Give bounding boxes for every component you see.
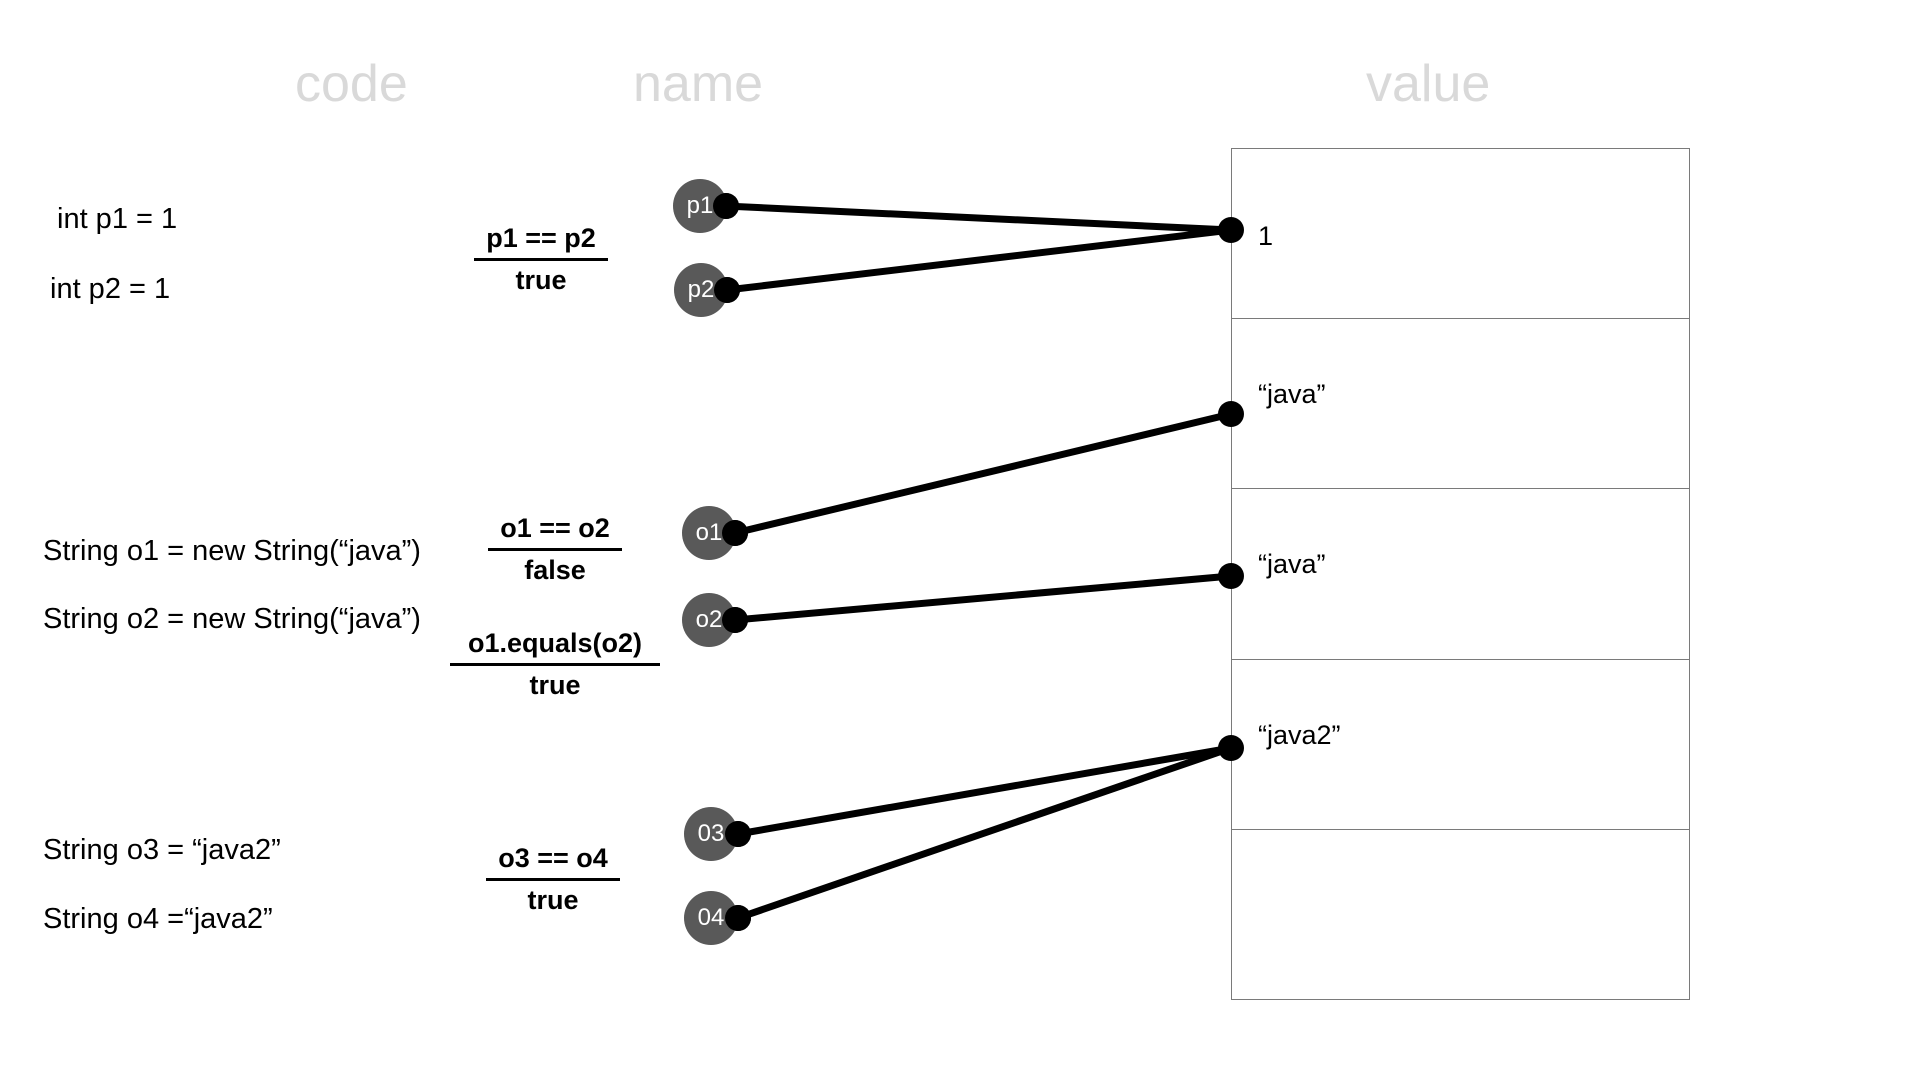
- name-node-label: 04: [697, 904, 725, 931]
- code-line-int-p1: int p1 = 1: [57, 203, 178, 235]
- name-node-o1[interactable]: o1: [682, 506, 736, 560]
- column-header-name: name: [633, 55, 764, 113]
- expression-denominator: true: [515, 265, 567, 295]
- value-table: 1 “java” “java” “java2”: [1231, 148, 1690, 1000]
- edge-p1-to-value1: [724, 202, 1232, 234]
- name-node-label: p1: [686, 192, 714, 219]
- name-node-o3[interactable]: 03: [684, 807, 738, 861]
- edge-o4-to-java2: [736, 744, 1233, 922]
- edge-p2-to-value1: [726, 226, 1232, 294]
- value-label: “java”: [1258, 379, 1326, 410]
- expression-denominator: true: [529, 670, 581, 700]
- expression-numerator: o1.equals(o2): [450, 630, 660, 666]
- code-line-string-o2: String o2 = new String(“java”): [43, 603, 421, 635]
- value-label: “java”: [1258, 549, 1326, 580]
- value-row: 1: [1232, 149, 1689, 320]
- edge-o3-to-java2: [737, 744, 1232, 838]
- name-node-o2[interactable]: o2: [682, 593, 736, 647]
- code-line-string-o3: String o3 = “java2”: [43, 834, 281, 866]
- column-header-value: value: [1366, 55, 1491, 113]
- value-row: “java2”: [1232, 660, 1689, 830]
- expression-o1-eq-o2: o1 == o2 false: [488, 515, 622, 584]
- expression-numerator: o1 == o2: [488, 515, 622, 551]
- expression-numerator: p1 == p2: [474, 225, 608, 261]
- expression-o3-eq-o4: o3 == o4 true: [486, 845, 620, 914]
- value-label: “java2”: [1258, 719, 1341, 750]
- value-row: “java”: [1232, 319, 1689, 490]
- expression-numerator: o3 == o4: [486, 845, 620, 881]
- name-node-p1[interactable]: p1: [673, 179, 727, 233]
- value-row: “java”: [1232, 489, 1689, 660]
- expression-p1-eq-p2: p1 == p2 true: [474, 225, 608, 294]
- edge-o1-to-java-a: [734, 410, 1232, 537]
- code-line-int-p2: int p2 = 1: [50, 273, 171, 305]
- name-node-o4[interactable]: 04: [684, 891, 738, 945]
- name-node-label: o2: [695, 606, 723, 633]
- expression-denominator: true: [527, 885, 579, 915]
- expression-o1-equals-o2: o1.equals(o2) true: [450, 630, 660, 699]
- code-line-string-o1: String o1 = new String(“java”): [43, 535, 421, 567]
- name-node-label: o1: [695, 519, 723, 546]
- expression-denominator: false: [524, 555, 586, 585]
- name-node-p2[interactable]: p2: [674, 263, 728, 317]
- column-header-code: code: [295, 55, 408, 113]
- edge-o2-to-java-b: [734, 572, 1232, 624]
- name-node-label: 03: [697, 820, 725, 847]
- code-line-string-o4: String o4 =“java2”: [43, 903, 273, 935]
- name-node-label: p2: [687, 276, 715, 303]
- value-row: [1232, 830, 1689, 999]
- value-label: 1: [1258, 221, 1274, 251]
